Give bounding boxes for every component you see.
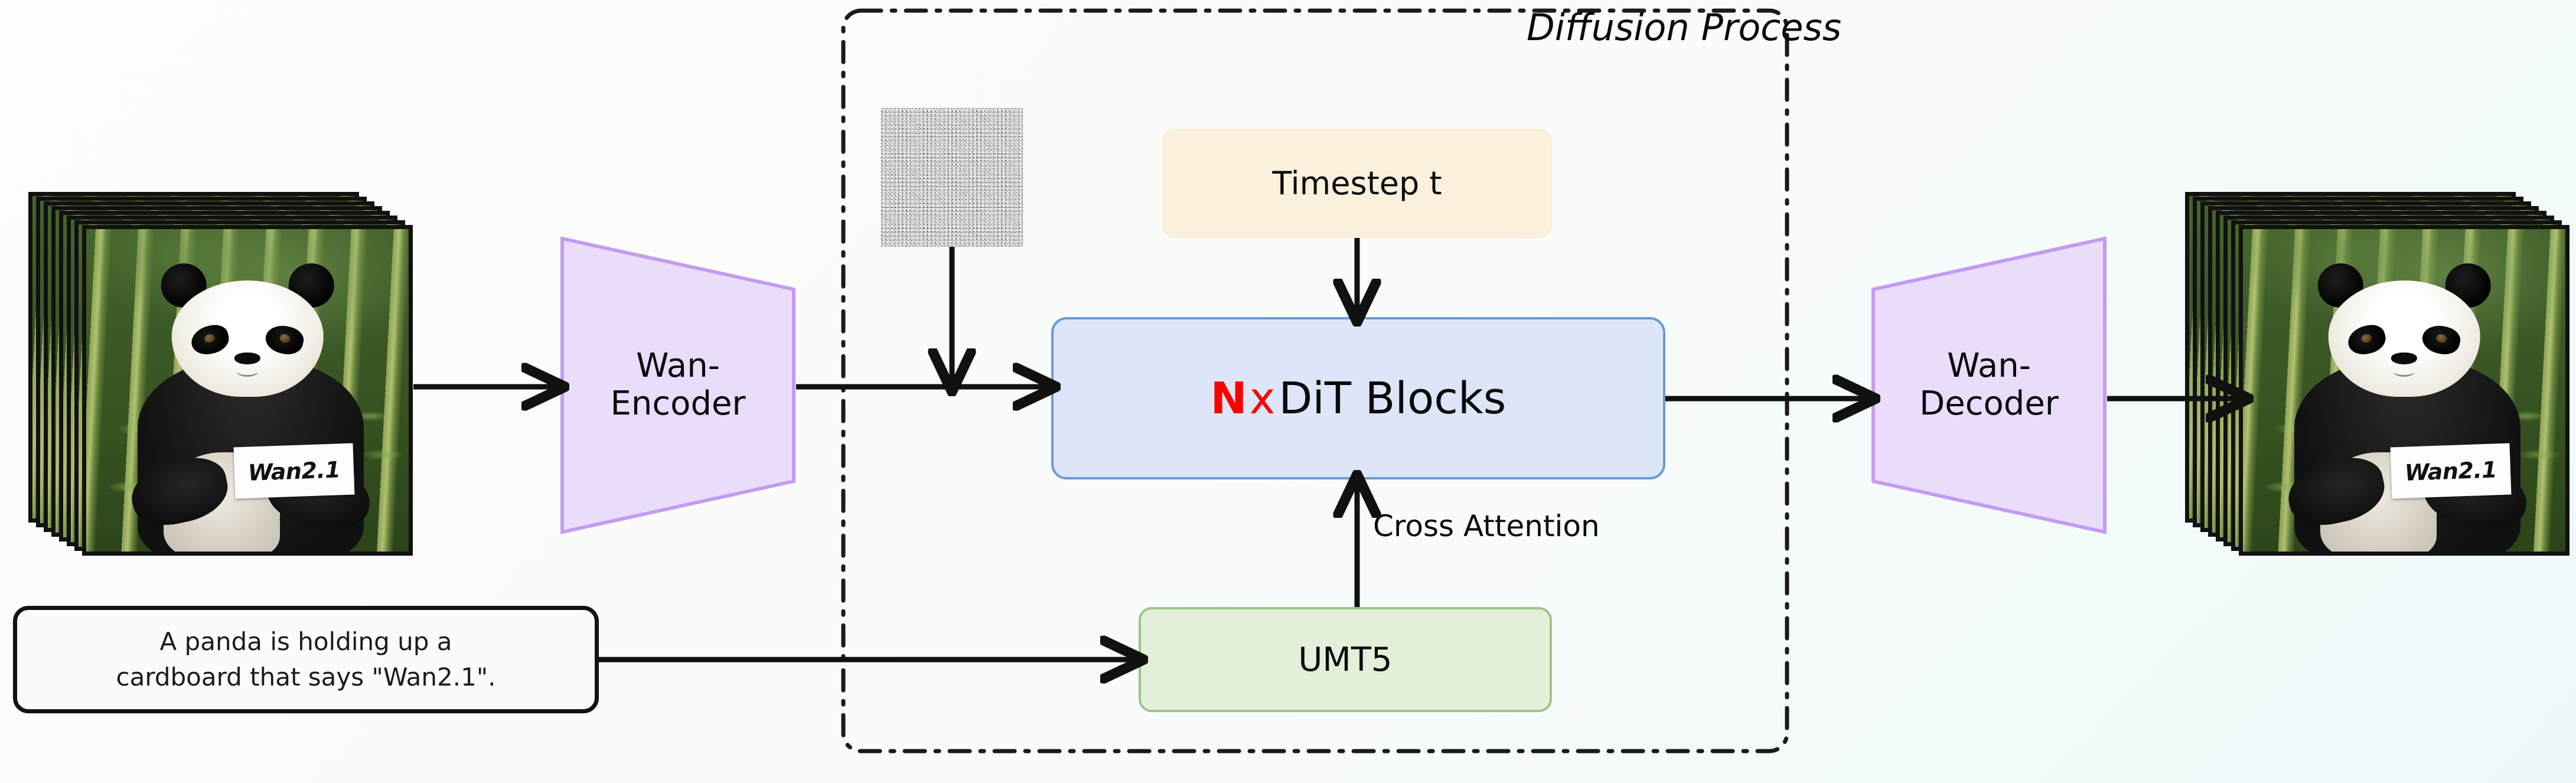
wan-encoder-label: Wan-Encoder [610, 346, 746, 423]
panda-sign: Wan2.1 [2390, 443, 2512, 499]
text-prompt-box[interactable]: A panda is holding up a cardboard that s… [13, 606, 599, 713]
panda-head [161, 263, 334, 397]
panda-head [2317, 263, 2491, 397]
prompt-line-1: A panda is holding up a [159, 627, 452, 657]
cross-attention-label: Cross Attention [1373, 509, 1600, 543]
timestep-node[interactable]: Timestep t [1162, 129, 1552, 238]
diffusion-process-title: Diffusion Process [1527, 6, 1842, 49]
dit-repeat-count: N [1210, 373, 1247, 424]
dit-times-symbol: x [1249, 373, 1276, 424]
diffusion-process-region [841, 8, 1789, 753]
panda-sign-text: Wan2.1 [2404, 456, 2498, 486]
video-frame-front: Wan2.1 [2239, 225, 2570, 556]
panda-sign-text: Wan2.1 [247, 456, 341, 486]
wan-encoder-node[interactable]: Wan-Encoder [560, 236, 796, 534]
wan-decoder-label: Wan-Decoder [1919, 346, 2059, 423]
dit-blocks-label: DiT Blocks [1279, 373, 1507, 424]
panda-sign: Wan2.1 [233, 443, 355, 499]
umt5-text-encoder-node[interactable]: UMT5 [1139, 607, 1552, 712]
wan-decoder-node[interactable]: Wan-Decoder [1871, 236, 2107, 534]
noise-latent-patch [881, 108, 1023, 247]
video-frame-front: Wan2.1 [82, 225, 413, 556]
input-video-frame-stack: Wan2.1 [28, 192, 442, 582]
prompt-line-2: cardboard that says "Wan2.1". [116, 663, 496, 691]
output-video-frame-stack: Wan2.1 [2185, 192, 2576, 582]
